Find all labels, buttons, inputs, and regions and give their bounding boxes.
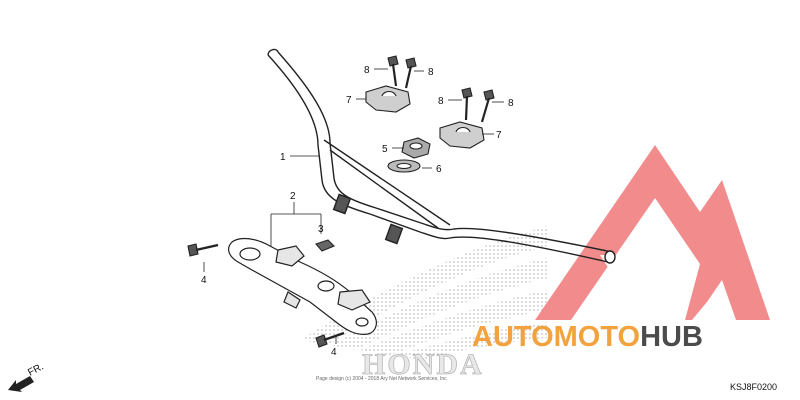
nut-plate: [315, 239, 335, 252]
bolts-8-lower: [461, 87, 495, 123]
handlebar: [267, 48, 616, 264]
leader-lines: [203, 68, 504, 344]
upper-holder-left: [365, 85, 411, 113]
callout-8-d: 8: [508, 98, 514, 109]
bolts-8-upper: [387, 55, 417, 89]
honda-watermark-text: HONDA: [362, 348, 484, 381]
copyright-text: Page design (c) 2004 - 2018 Ary Net Netw…: [316, 376, 447, 382]
callout-8-c: 8: [438, 96, 444, 107]
callout-labels: 1 2 3 4 4 5 6 7 7 8 8 8 8: [201, 65, 514, 358]
diagram-code: KSJ8F0200: [730, 382, 777, 392]
upper-holder-right: [439, 121, 485, 149]
forward-arrow-icon: FR.: [8, 361, 46, 392]
callout-8-b: 8: [428, 67, 434, 78]
callout-5: 5: [382, 144, 388, 155]
callout-7-right: 7: [496, 130, 502, 141]
automotohub-logo-icon: [535, 145, 770, 320]
nut-5: [401, 137, 431, 159]
brand-part-hub: HUB: [640, 321, 703, 353]
callout-4-left: 4: [201, 275, 207, 286]
automotohub-brand-text: AUTOMOTOHUB: [472, 321, 703, 353]
callout-6: 6: [436, 164, 442, 175]
callout-1: 1: [280, 152, 286, 163]
callout-8-a: 8: [364, 65, 370, 76]
callout-3: 3: [318, 224, 324, 235]
callout-2: 2: [290, 191, 296, 202]
handlebar-lower-holder: [228, 237, 377, 335]
brand-part-auto: AUTOMOTO: [472, 321, 640, 353]
callout-4-bottom: 4: [331, 347, 337, 358]
washer-6: [387, 159, 421, 173]
direction-label: FR.: [26, 361, 45, 378]
bolt-4-bottom: [315, 331, 345, 348]
bolt-4-left: [187, 243, 219, 257]
callout-7-left: 7: [346, 95, 352, 106]
